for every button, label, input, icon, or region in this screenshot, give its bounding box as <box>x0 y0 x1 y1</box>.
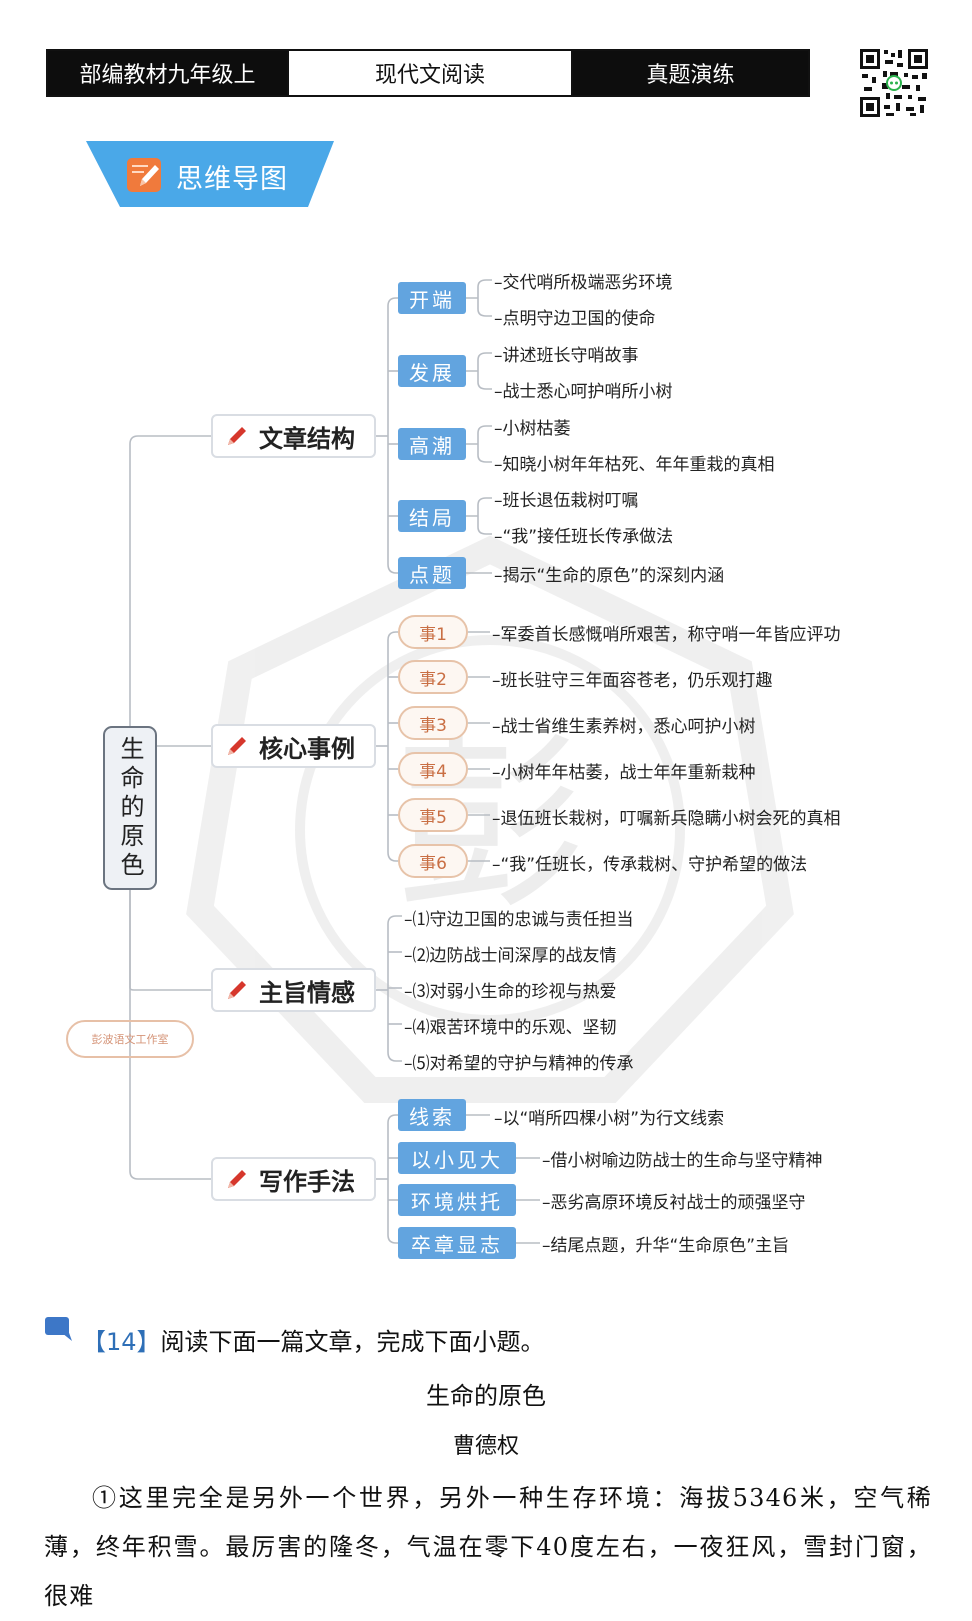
list-item: –⑶对弱小生命的珍视与热爱 <box>404 982 617 1002</box>
branch-theme: 主旨情感 <box>211 968 376 1012</box>
node-clue: 线索 <box>398 1099 466 1131</box>
event-tag-4: 事4 <box>398 752 468 786</box>
article-author: 曹德权 <box>452 1434 519 1459</box>
pencil-icon <box>228 427 246 445</box>
header-grade: 部编教材九年级上 <box>48 51 287 95</box>
node-climax: 高潮 <box>398 428 466 460</box>
list-item: –军委首长感慨哨所艰苦，称守哨一年皆应评功 <box>492 625 841 645</box>
notebook-pen-icon <box>127 158 161 192</box>
article-title: 生命的原色 <box>426 1382 546 1410</box>
list-item: –“我”任班长，传承栽树、守护希望的做法 <box>492 855 808 875</box>
list-item: –恶劣高原环境反衬战士的顽强坚守 <box>542 1193 806 1213</box>
node-ending-point: 卒章显志 <box>398 1227 516 1259</box>
event-tag-1: 事1 <box>398 615 468 649</box>
header-practice: 真题演练 <box>573 51 808 95</box>
event-tag-6: 事6 <box>398 844 468 878</box>
list-item: –知晓小树年年枯死、年年重栽的真相 <box>494 455 775 475</box>
list-item: –点明守边卫国的使命 <box>494 309 656 329</box>
speech-bubble-icon <box>45 1317 72 1341</box>
node-development: 发展 <box>398 355 466 387</box>
mindmap-root: 生命的原色 <box>103 726 157 890</box>
list-item: –讲述班长守哨故事 <box>494 346 639 366</box>
connector-lines <box>129 279 540 1244</box>
node-opening: 开端 <box>398 282 466 314</box>
header-bar: 部编教材九年级上 现代文阅读 真题演练 <box>46 49 810 97</box>
branch-techniques-label: 写作手法 <box>259 1167 355 1196</box>
mind-map: 彭 <box>0 240 972 1280</box>
list-item: –退伍班长栽树，叮嘱新兵隐瞒小树会死的真相 <box>492 809 841 829</box>
list-item: –借小树喻边防战士的生命与坚守精神 <box>542 1151 823 1171</box>
header-section: 现代文阅读 <box>287 51 573 95</box>
branch-theme-label: 主旨情感 <box>259 978 355 1007</box>
list-item: –战士省维生素养树，悉心呵护小树 <box>492 717 756 737</box>
list-item: –战士悉心呵护哨所小树 <box>494 382 673 402</box>
event-tag-3: 事3 <box>398 706 468 740</box>
list-item: –⑴守边卫国的忠诚与责任担当 <box>404 910 634 930</box>
event-tag-5: 事5 <box>398 798 468 832</box>
mindmap-banner: 思维导图 <box>86 139 334 209</box>
mindmap-title: 思维导图 <box>176 164 288 195</box>
article-paragraph: ①这里完全是另外一个世界，另外一种生存环境：海拔5346米，空气稀薄，终年积雪。… <box>44 1484 932 1610</box>
pencil-icon <box>228 1170 246 1188</box>
list-item: –结尾点题，升华“生命原色”主旨 <box>542 1236 790 1256</box>
list-item: –⑸对希望的守护与精神的传承 <box>404 1054 634 1074</box>
pencil-icon <box>228 737 246 755</box>
question-heading: 【14】阅读下面一篇文章，完成下面小题。 <box>82 1322 545 1357</box>
node-theme-point: 点题 <box>398 557 466 589</box>
studio-stamp: 彭波语文工作室 <box>66 1020 194 1058</box>
pencil-icon <box>228 981 246 999</box>
list-item: –以“哨所四棵小树”为行文线索 <box>494 1109 725 1129</box>
list-item: –班长退伍栽树叮嘱 <box>494 491 639 511</box>
list-item: –交代哨所极端恶劣环境 <box>494 273 673 293</box>
list-item: –“我”接任班长传承做法 <box>494 527 674 547</box>
question-prompt: 阅读下面一篇文章，完成下面小题。 <box>160 1328 545 1356</box>
qr-code-icon <box>858 47 930 119</box>
branch-structure-label: 文章结构 <box>259 424 355 453</box>
event-tag-2: 事2 <box>398 660 468 694</box>
node-ending: 结局 <box>398 500 466 532</box>
branch-techniques: 写作手法 <box>211 1157 376 1201</box>
node-small-to-big: 以小见大 <box>398 1142 516 1174</box>
list-item: –⑷艰苦环境中的乐观、坚韧 <box>404 1018 617 1038</box>
list-item: –小树枯萎 <box>494 419 571 439</box>
branch-core-events: 核心事例 <box>211 724 376 768</box>
branch-events-label: 核心事例 <box>259 734 355 763</box>
list-item: –⑵边防战士间深厚的战友情 <box>404 946 617 966</box>
branch-structure: 文章结构 <box>211 414 376 458</box>
question-number: 【14】 <box>82 1328 161 1356</box>
node-environment: 环境烘托 <box>398 1184 516 1216</box>
list-item: –揭示“生命的原色”的深刻内涵 <box>494 566 725 586</box>
list-item: –班长驻守三年面容苍老，仍乐观打趣 <box>492 671 773 691</box>
list-item: –小树年年枯萎，战士年年重新栽种 <box>492 763 756 783</box>
